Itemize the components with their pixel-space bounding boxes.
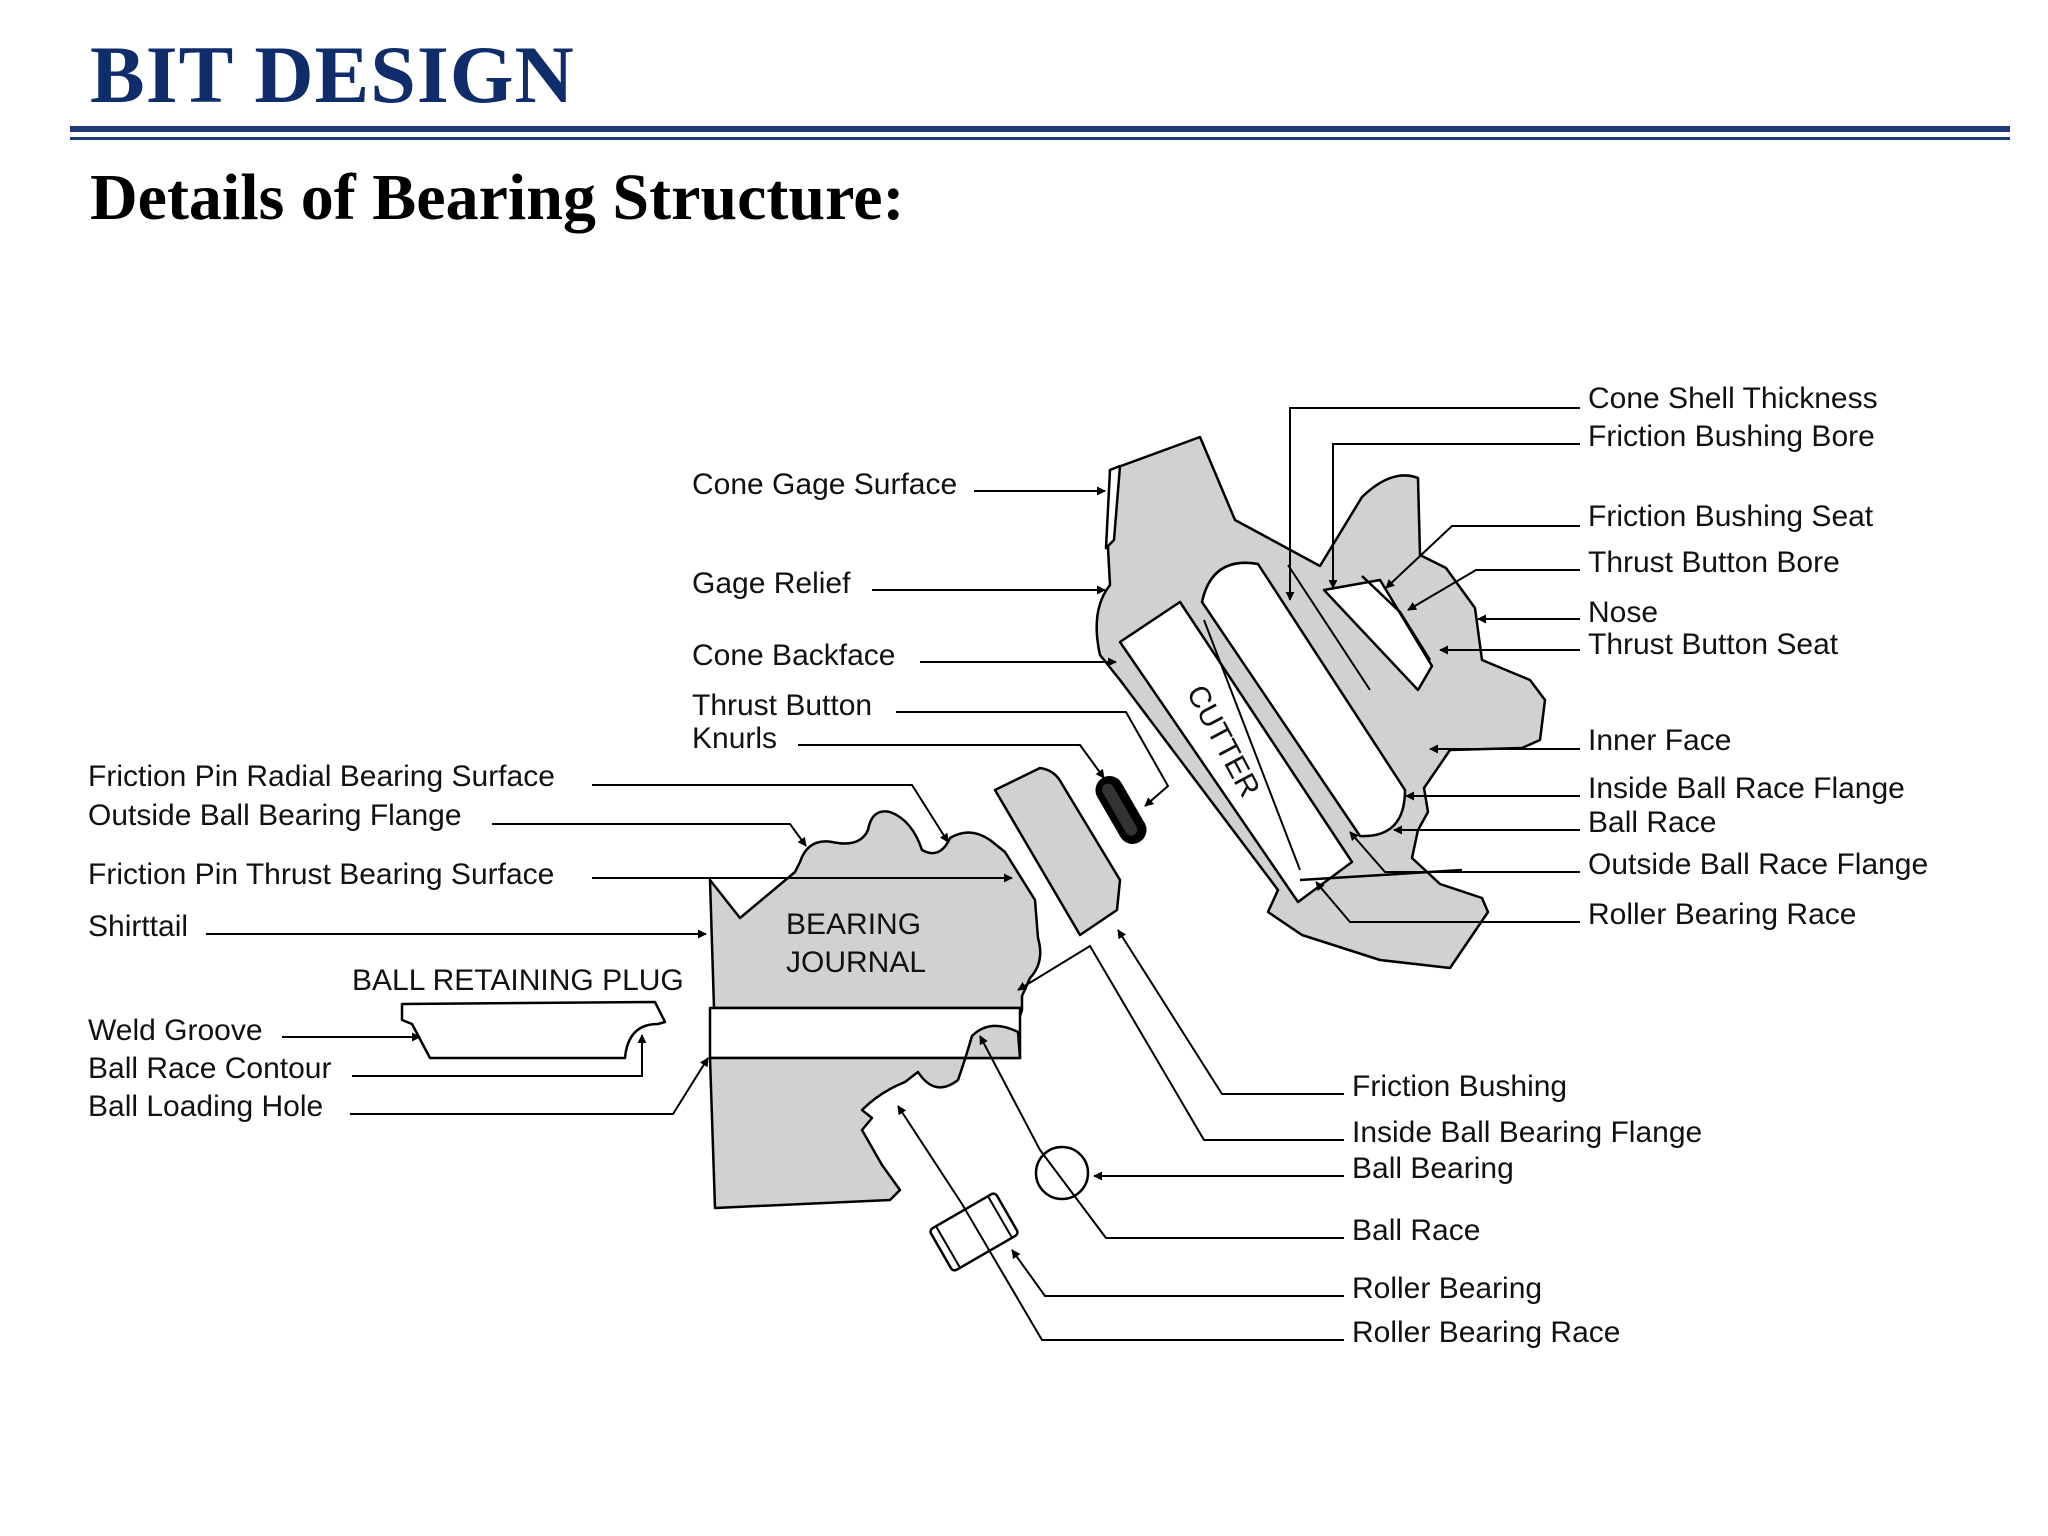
roller-bearing-edge-right — [987, 1196, 1013, 1238]
label-ball-race-contour: Ball Race Contour — [88, 1052, 331, 1085]
ball-retaining-plug-shape — [400, 1000, 667, 1060]
label-ball-race-right: Ball Race — [1588, 806, 1716, 839]
label-gage-relief: Gage Relief — [692, 567, 851, 600]
label-thrust-button: Thrust Button — [692, 689, 872, 722]
bearing-journal-label-2: JOURNAL — [786, 946, 926, 979]
label-ball-loading-hole: Ball Loading Hole — [88, 1090, 323, 1123]
leader-ball-race-bottom — [979, 1035, 1344, 1239]
label-cone-backface: Cone Backface — [692, 639, 895, 672]
labels-right: Cone Shell Thickness Friction Bushing Bo… — [1588, 382, 1928, 931]
label-thrust-button-bore: Thrust Button Bore — [1588, 546, 1840, 579]
cutter-gage-surface-face — [1104, 464, 1122, 550]
roller-bearing-edge-left — [935, 1226, 961, 1268]
label-ball-bearing: Ball Bearing — [1352, 1152, 1514, 1185]
leader-radial-bearing-surface — [592, 784, 949, 843]
label-roller-bearing: Roller Bearing — [1352, 1272, 1542, 1305]
leader-ball-loading-hole — [350, 1057, 709, 1115]
ball-retaining-plug: BALL RETAINING PLUG — [352, 964, 684, 1060]
leader-roller-bearing-race-bottom — [897, 1105, 1344, 1341]
label-ball-race-bottom: Ball Race — [1352, 1214, 1480, 1247]
leader-friction-bushing-bore — [1328, 443, 1580, 589]
label-roller-bearing-race-right: Roller Bearing Race — [1588, 898, 1856, 931]
journal-upper-body — [708, 810, 1042, 1018]
cutter-bore-liner — [1118, 600, 1354, 904]
labels-left: Cone Gage Surface Gage Relief Cone Backf… — [88, 468, 957, 1123]
thrust-button — [1095, 776, 1147, 844]
ball-retaining-plug-label: BALL RETAINING PLUG — [352, 964, 684, 997]
label-outside-ball-race-flange: Outside Ball Race Flange — [1588, 848, 1928, 881]
leader-cone-shell-thickness — [1285, 407, 1580, 601]
leader-friction-bushing-seat — [1385, 525, 1580, 589]
leader-friction-bushing — [1117, 929, 1344, 1095]
label-shirttail: Shirttail — [88, 910, 188, 943]
thrust-button-highlight — [1102, 783, 1138, 836]
bearing-journal-label-1: BEARING — [786, 908, 921, 941]
cutter-shell-line — [1203, 619, 1301, 871]
journal-lower-body — [708, 1024, 1022, 1210]
leader-inside-ball-bearing-flange — [1017, 944, 1344, 1141]
title-rule-thin — [70, 137, 2010, 140]
cutter-bore-step — [1361, 575, 1432, 661]
leader-knurls — [798, 744, 1105, 779]
cutter-thrust-button-bore — [1322, 578, 1434, 692]
leader-thrust-button-bore — [1407, 569, 1580, 611]
cutter-inner-face-line — [1287, 564, 1371, 691]
label-cone-shell-thickness: Cone Shell Thickness — [1588, 382, 1878, 415]
cutter-cone: CUTTER — [1095, 435, 1547, 970]
leader-ball-race-contour — [352, 1034, 647, 1077]
label-friction-bushing-bore: Friction Bushing Bore — [1588, 420, 1875, 453]
roller-bearing-shape — [929, 1192, 1019, 1272]
label-inside-ball-race-flange: Inside Ball Race Flange — [1588, 772, 1905, 805]
label-knurls: Knurls — [692, 722, 777, 755]
leader-outside-ball-race-flange — [1349, 831, 1580, 873]
label-friction-pin-radial-bearing-surface: Friction Pin Radial Bearing Surface — [88, 760, 555, 793]
leader-lines — [206, 407, 1580, 1341]
label-inside-ball-bearing-flange: Inside Ball Bearing Flange — [1352, 1116, 1702, 1149]
leader-roller-bearing — [1011, 1249, 1344, 1297]
leader-thrust-button — [896, 711, 1170, 807]
slide-title: BIT DESIGN — [90, 29, 575, 120]
friction-bushing — [993, 766, 1122, 937]
label-nose: Nose — [1588, 596, 1658, 629]
labels-bottom: Friction Bushing Inside Ball Bearing Fla… — [1352, 1070, 1702, 1349]
label-inner-face: Inner Face — [1588, 724, 1731, 757]
label-roller-bearing-race-bottom: Roller Bearing Race — [1352, 1316, 1620, 1349]
label-outside-ball-bearing-flange: Outside Ball Bearing Flange — [88, 799, 462, 832]
slide-subtitle: Details of Bearing Structure: — [90, 161, 905, 234]
label-weld-groove: Weld Groove — [88, 1014, 263, 1047]
ball-bearing — [1034, 1145, 1090, 1201]
cutter-friction-bushing-bore — [1200, 561, 1407, 838]
bearing-journal: BEARING JOURNAL — [708, 810, 1042, 1210]
label-friction-pin-thrust-bearing-surface: Friction Pin Thrust Bearing Surface — [88, 858, 554, 891]
roller-bearing — [929, 1192, 1019, 1272]
label-cone-gage-surface: Cone Gage Surface — [692, 468, 957, 501]
label-friction-bushing-seat: Friction Bushing Seat — [1588, 500, 1874, 533]
leader-roller-bearing-race-right — [1315, 881, 1580, 923]
title-rule-thick — [70, 126, 2010, 132]
label-friction-bushing: Friction Bushing — [1352, 1070, 1567, 1103]
leader-outside-ball-bearing-flange — [492, 823, 807, 847]
label-thrust-button-seat: Thrust Button Seat — [1588, 628, 1839, 661]
